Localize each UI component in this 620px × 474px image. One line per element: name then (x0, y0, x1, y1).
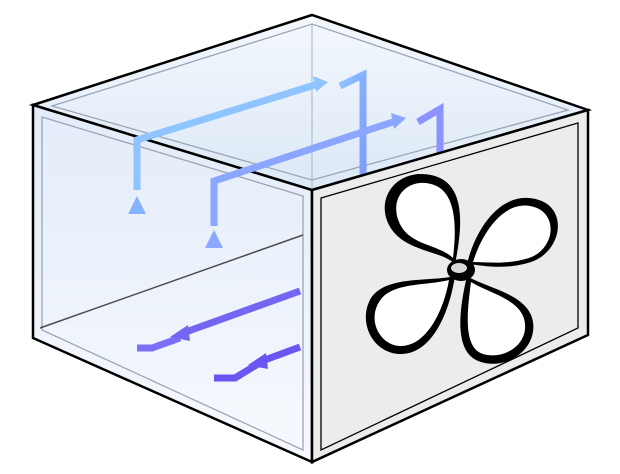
enclosure-top-inner-rim (49, 23, 571, 181)
airflow-arrow (248, 353, 268, 369)
fan-icon (365, 173, 558, 364)
airflow-arrow (260, 343, 302, 365)
airflow-arrow (128, 196, 146, 214)
airflow-arrow (170, 325, 190, 341)
airflow-arrow (181, 287, 302, 337)
enclosure-back-edge (39, 234, 304, 329)
airflow-arrow (205, 230, 223, 248)
airflow-arrow-group (128, 69, 444, 382)
airflow-arrow (210, 117, 398, 226)
airflow-arrow (214, 361, 260, 382)
airflow-arrow (133, 80, 320, 190)
fan-panel-inner-rim (320, 122, 579, 452)
airflow-arrow (313, 76, 328, 92)
airflow-arrow (391, 113, 406, 129)
enclosure-front-inner-rim (41, 116, 304, 452)
airflow-arrow (338, 69, 367, 175)
airflow-arrow (137, 334, 182, 352)
